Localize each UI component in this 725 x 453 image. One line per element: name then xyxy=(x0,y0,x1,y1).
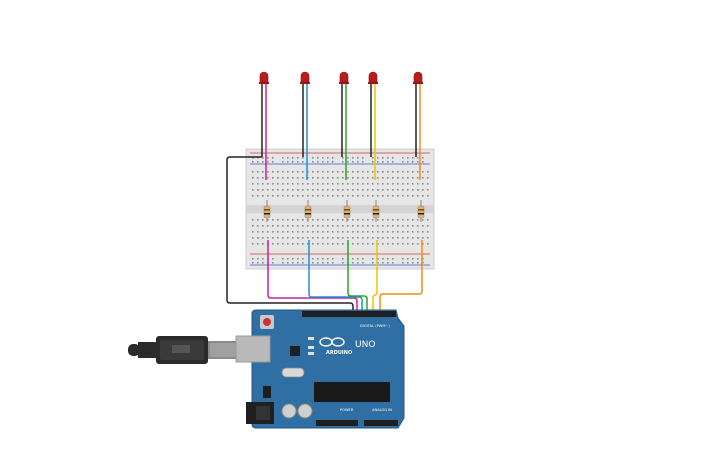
digital-header[interactable] xyxy=(302,311,396,317)
analog-header[interactable] xyxy=(364,420,398,426)
resistor-band xyxy=(264,209,270,211)
resistor-band xyxy=(305,213,311,215)
signal-wire[interactable] xyxy=(379,240,423,314)
resistor-band xyxy=(373,209,379,211)
led-base xyxy=(368,82,378,84)
arduino-logo-icon xyxy=(319,337,345,347)
digital-pins-label: DIGITAL (PWM~) xyxy=(360,324,390,328)
atmega-chip xyxy=(314,382,390,402)
led-icon[interactable] xyxy=(339,71,349,83)
resistor-icon[interactable] xyxy=(372,205,380,219)
resistor-icon[interactable] xyxy=(304,205,312,219)
signal-wire[interactable] xyxy=(267,240,358,314)
led-group xyxy=(259,71,425,314)
board-model-label: UNO xyxy=(355,340,375,350)
led-base xyxy=(300,82,310,84)
resistor-band xyxy=(418,213,424,215)
led-base xyxy=(413,82,423,84)
led-icon[interactable] xyxy=(300,71,310,83)
power-header[interactable] xyxy=(316,420,358,426)
resistor-icon[interactable] xyxy=(263,205,271,219)
capacitor xyxy=(297,403,313,419)
breadboard[interactable] xyxy=(245,148,435,270)
resistor-band xyxy=(344,209,350,211)
usb-cable-icon[interactable] xyxy=(128,336,238,364)
usb-port xyxy=(235,335,271,363)
led-base xyxy=(259,82,269,84)
resistor-icon[interactable] xyxy=(417,205,425,219)
breadboard-holes xyxy=(252,157,429,264)
resistor-band xyxy=(418,209,424,211)
signal-wire[interactable] xyxy=(308,240,363,314)
signal-wire[interactable] xyxy=(347,240,368,314)
power-label: POWER xyxy=(340,408,354,412)
resistor-icon[interactable] xyxy=(343,205,351,219)
reset-button-cap[interactable] xyxy=(263,318,271,326)
resistor-band xyxy=(373,213,379,215)
led-icon[interactable] xyxy=(259,71,269,83)
resistor-band xyxy=(344,213,350,215)
signal-wire[interactable] xyxy=(372,240,378,314)
ground-wire[interactable] xyxy=(226,156,354,314)
resistor-band xyxy=(305,209,311,211)
led-base xyxy=(339,82,349,84)
usb-chip xyxy=(290,346,300,356)
led-icon[interactable] xyxy=(413,71,423,83)
analog-in-label: ANALOG IN xyxy=(372,408,392,412)
arduino-uno-board-icon[interactable]: ARDUINO UNO DIGITAL (PWM~) POWER ANALOG … xyxy=(235,309,405,429)
capacitor xyxy=(281,403,297,419)
crystal xyxy=(281,367,305,378)
led-icon[interactable] xyxy=(368,71,378,83)
resistor-band xyxy=(264,213,270,215)
regulator xyxy=(263,386,271,398)
arduino-brand-label: ARDUINO xyxy=(326,350,352,356)
